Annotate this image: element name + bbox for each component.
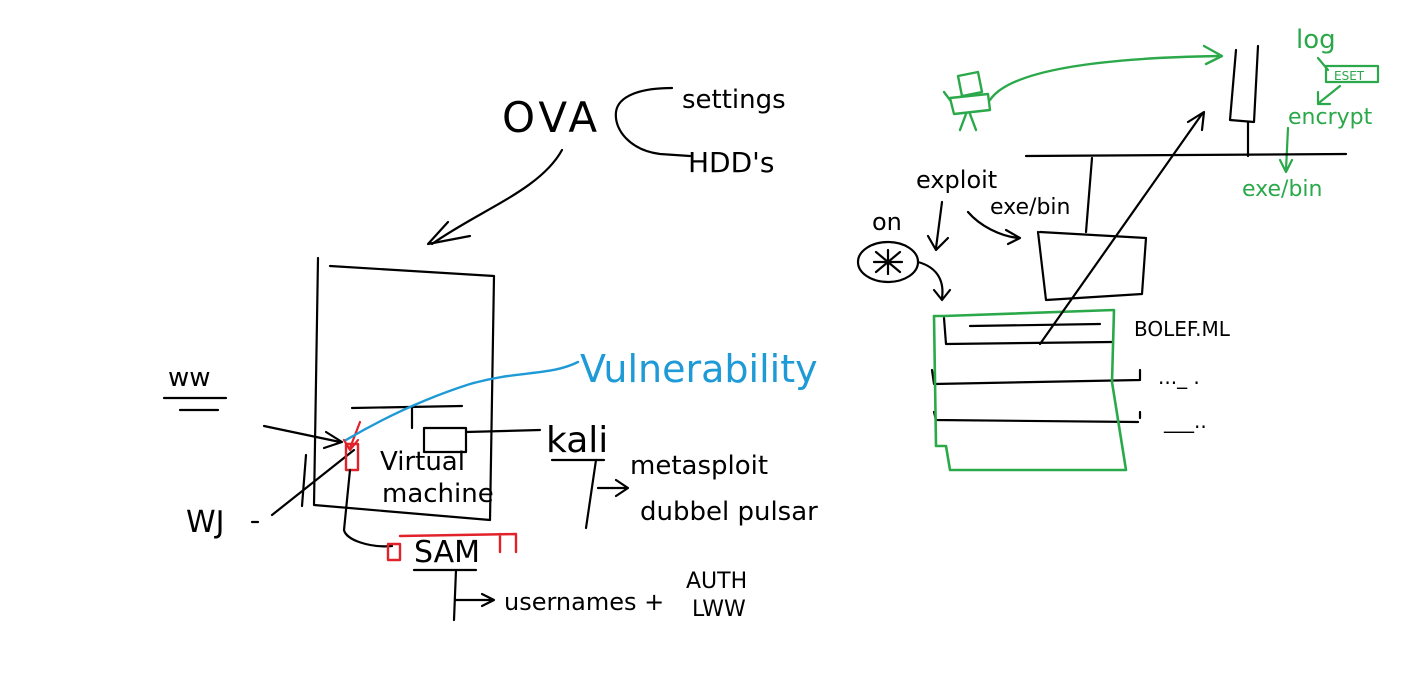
record-row-1 xyxy=(942,316,1114,346)
machine-label: machine xyxy=(382,479,494,509)
row3-label: ___.. xyxy=(1163,409,1207,433)
sam-connector xyxy=(342,468,394,548)
ww-underline xyxy=(162,396,228,412)
camera-icon xyxy=(942,70,992,132)
sam-label: SAM xyxy=(414,535,480,570)
vulnerability-label: Vulnerability xyxy=(580,347,818,391)
exploit-label: exploit xyxy=(916,166,997,194)
sam-red-box xyxy=(386,532,518,562)
kali-connector xyxy=(464,428,542,434)
machine-outer-box xyxy=(312,256,496,522)
auth-label: AUTH xyxy=(686,569,747,594)
target-machine-box xyxy=(1036,230,1148,302)
wheel-spokes-icon xyxy=(872,248,904,276)
ova-label: OVA xyxy=(502,93,601,142)
pwd-label: LWW xyxy=(692,597,746,622)
encrypt-box-label: ESET xyxy=(1334,69,1365,83)
camera-to-log-arrow xyxy=(988,54,1220,102)
encrypt-down-arrow xyxy=(1316,84,1342,106)
record-row-2 xyxy=(930,368,1142,386)
ova-arrowhead xyxy=(426,220,472,246)
kali-label: kali xyxy=(546,420,608,461)
wj-connector xyxy=(270,448,356,517)
vm-inner-rect xyxy=(422,426,468,454)
tool2-label: dubbel pulsar xyxy=(640,497,818,527)
metasploit-label: metasploit xyxy=(630,451,768,481)
row1-label: BOLEF.ML xyxy=(1134,317,1231,341)
rows-to-log-arrowhead xyxy=(1186,110,1206,132)
hdds-label: HDD's xyxy=(688,146,774,179)
settings-label: settings xyxy=(682,85,786,115)
ww-label: ww xyxy=(168,363,211,393)
on-label: on xyxy=(872,208,902,236)
encrypt-to-exe-arrow xyxy=(1278,126,1294,174)
records-green-outline xyxy=(932,308,1128,472)
camera-arrowhead xyxy=(1202,44,1224,66)
ww-arrowhead xyxy=(322,430,344,450)
vulnerability-connector xyxy=(344,360,580,442)
ova-bracket xyxy=(614,86,692,158)
network-line xyxy=(1024,152,1348,158)
usernames-label: usernames + xyxy=(504,588,664,616)
exe-bin-green-label: exe/bin xyxy=(1242,177,1322,202)
row2-label: ..._ . xyxy=(1158,365,1200,389)
ww-arrow xyxy=(262,424,342,444)
ova-to-machine-arrow xyxy=(430,148,564,246)
log-box xyxy=(1228,44,1260,124)
virtual-label: Virtual xyxy=(380,447,465,477)
rows-to-log-arrow xyxy=(1038,112,1204,346)
target-uplink xyxy=(1084,156,1094,234)
log-label: log xyxy=(1296,25,1336,55)
exe-bin-label: exe/bin xyxy=(990,195,1070,220)
exploit-to-target-arrow xyxy=(966,210,1022,246)
exploit-down-arrow xyxy=(926,200,950,252)
encrypt-label: encrypt xyxy=(1288,105,1373,130)
record-row-3 xyxy=(932,410,1142,424)
kali-branch xyxy=(584,458,630,530)
sam-branch xyxy=(452,568,496,622)
wj-label: WJ xyxy=(186,505,225,540)
wheel-to-rows-arrow xyxy=(916,260,952,302)
vm-left-side xyxy=(300,453,308,508)
encrypt-box xyxy=(1324,64,1380,84)
